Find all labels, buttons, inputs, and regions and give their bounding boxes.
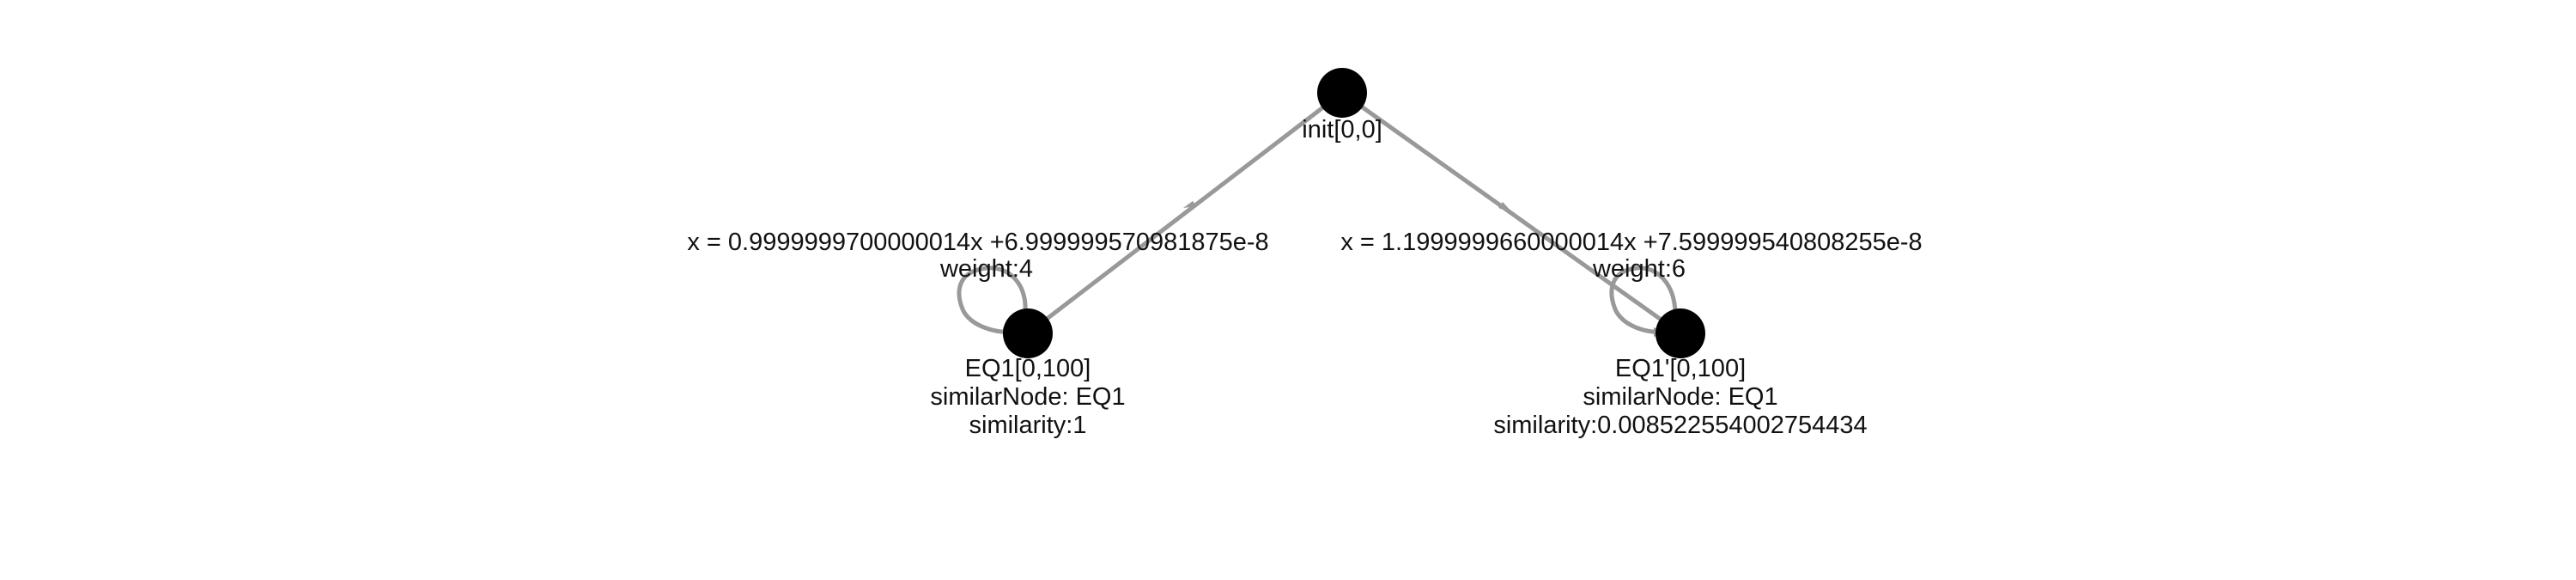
node-eq1-label: EQ1[0,100] [965, 355, 1091, 382]
self-loop-eq1p [1609, 266, 1678, 334]
node-eq1-prime-label: EQ1'[0,100] [1615, 355, 1746, 382]
edge-init-to-eq1-arrow [1183, 201, 1197, 208]
self-loop-eq1 [957, 266, 1028, 334]
edge-eq1-weight: weight:4 [939, 255, 1033, 283]
node-eq1-similarity: similarity:1 [969, 412, 1087, 439]
node-init[interactable] [1317, 68, 1367, 118]
edge-init-to-eq1p [1340, 90, 1682, 336]
node-eq1-similar-node: similarNode: EQ1 [930, 383, 1125, 411]
edge-eq1-equation: x = 0.9999999700000014x +6.9999995709818… [687, 229, 1268, 256]
edge-eq1-prime-weight: weight:6 [1592, 255, 1686, 283]
node-eq1[interactable] [1003, 308, 1053, 358]
node-init-label: init[0,0] [1302, 116, 1382, 143]
node-eq1-prime-similar-node: similarNode: EQ1 [1583, 383, 1777, 411]
edge-init-to-eq1 [1026, 91, 1344, 335]
node-eq1-prime-similarity: similarity:0.008522554002754434 [1493, 412, 1867, 439]
edge-eq1-prime-equation: x = 1.1999999660000014x +7.5999995408082… [1340, 229, 1922, 256]
node-eq1-prime[interactable] [1656, 308, 1705, 358]
edge-init-to-eq1p-arrow [1498, 202, 1513, 213]
